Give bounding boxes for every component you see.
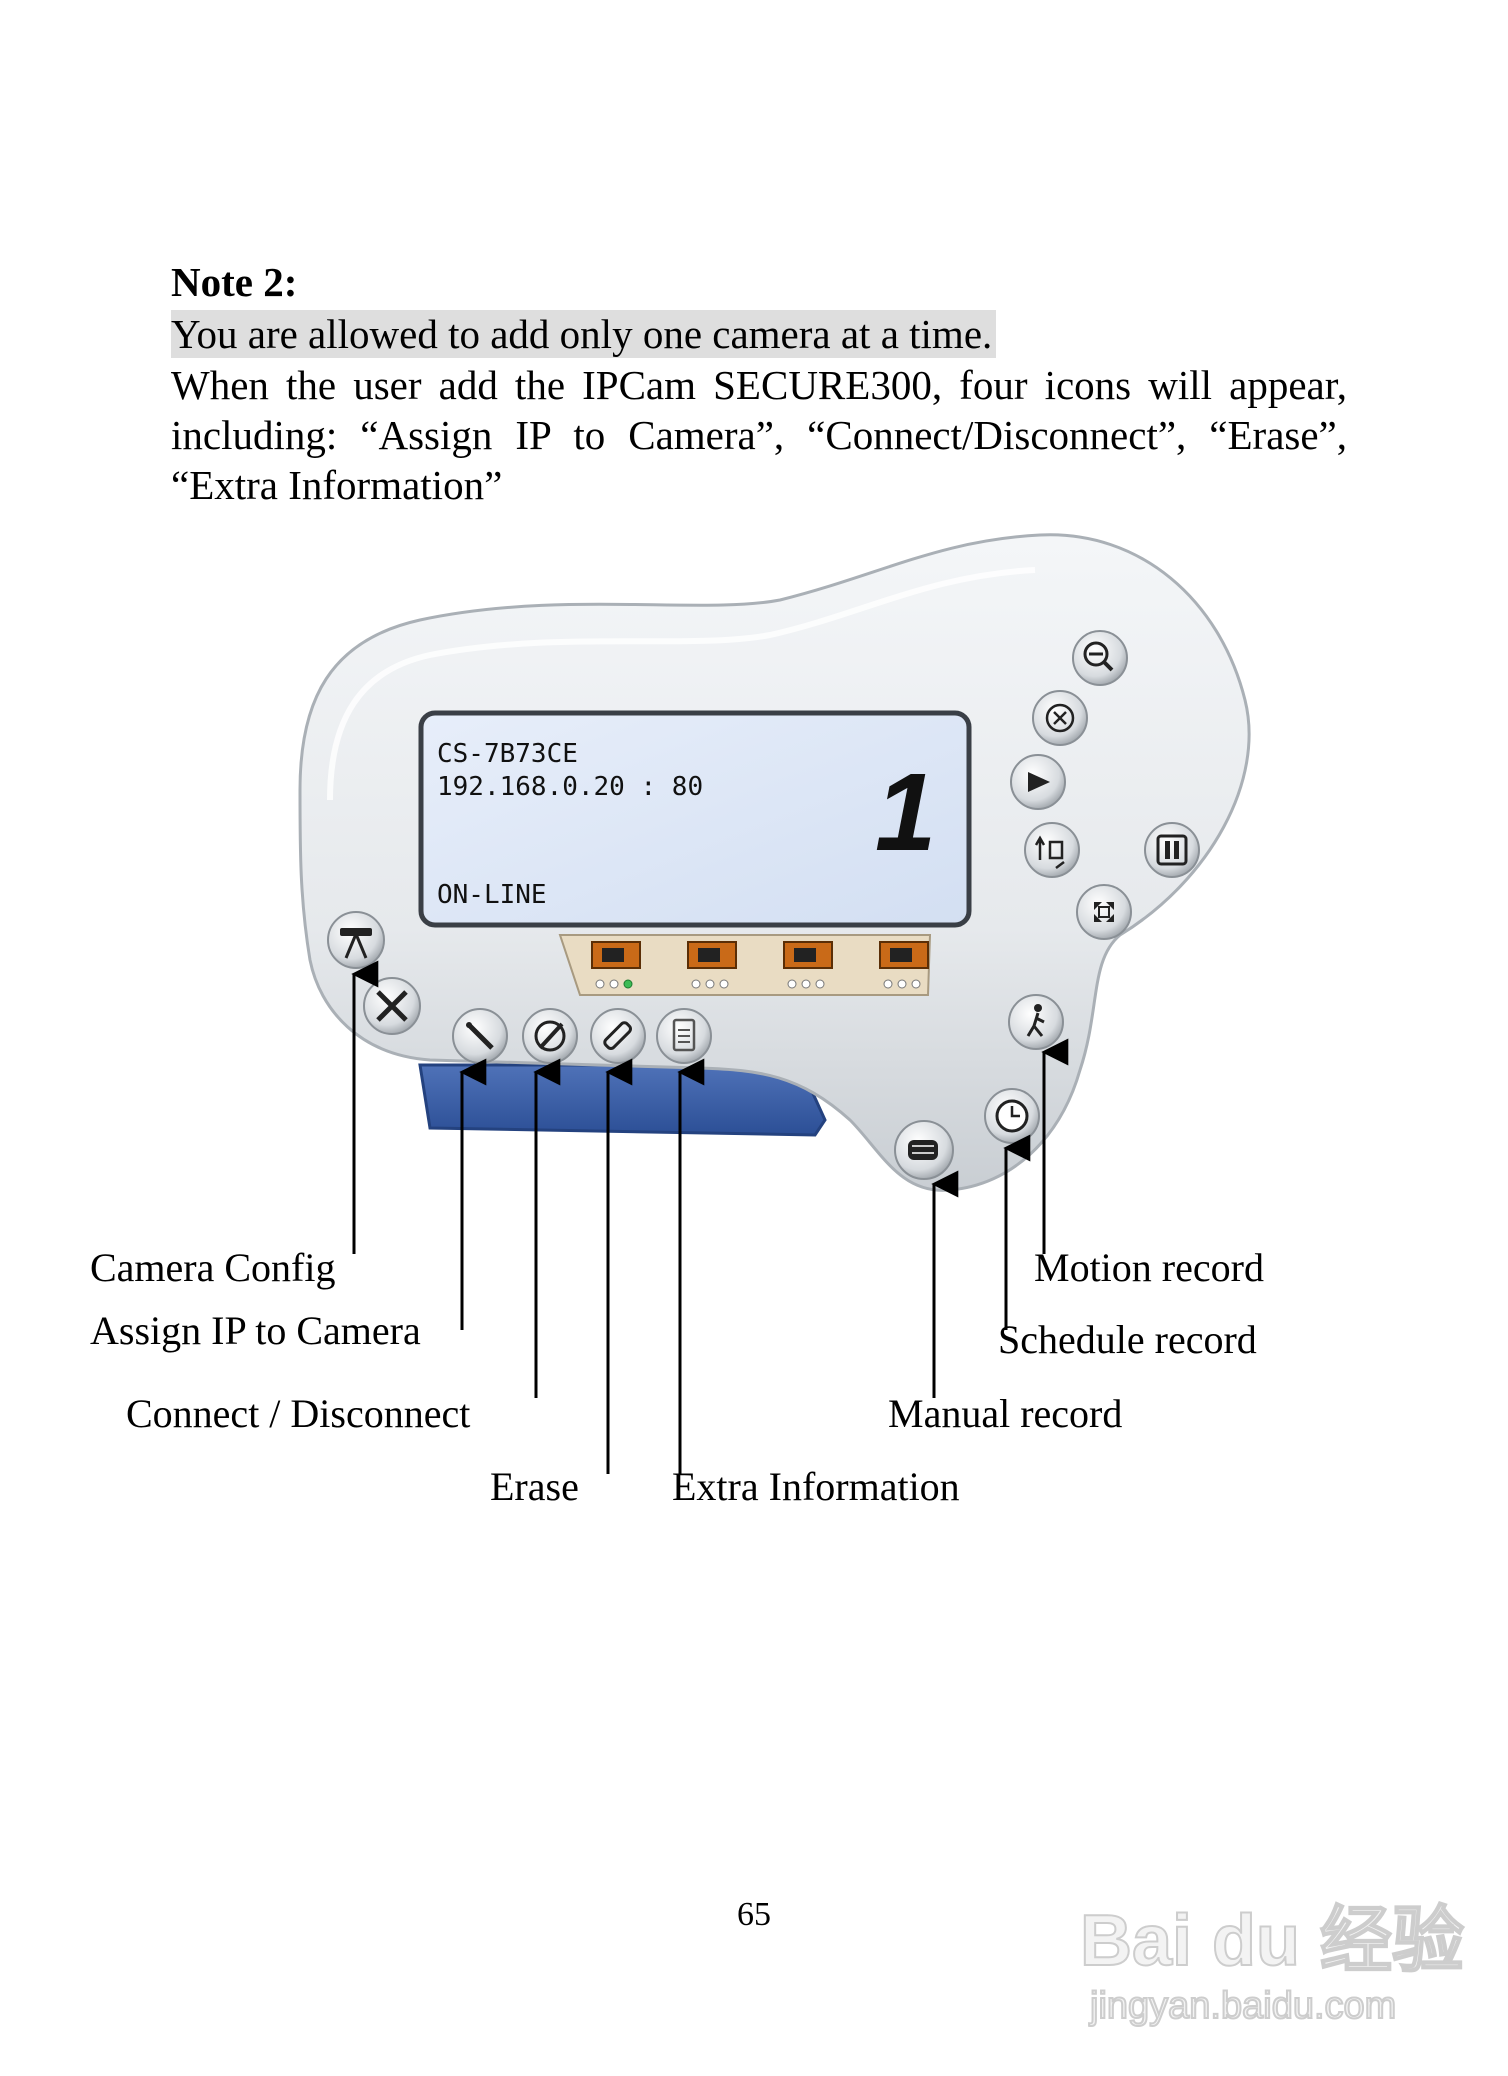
lcd-channel-number: 1: [875, 751, 936, 874]
camera-slot-tray: [558, 934, 932, 996]
camera-slot-4: [879, 941, 929, 989]
note-title: Note 2:: [171, 259, 298, 305]
callout-arrows: [351, 960, 1069, 1474]
manual-record-icon: [894, 1120, 954, 1180]
camera-slots: [591, 941, 929, 989]
pause-icon: [1144, 822, 1200, 878]
label-schedule-record: Schedule record: [998, 1317, 1257, 1362]
lcd-address: 192.168.0.20 : 80: [437, 772, 703, 802]
camera-slot-1: [591, 941, 641, 989]
tools-icon: [363, 977, 421, 1035]
zoom-out-icon: [1072, 630, 1128, 686]
extra-info-icon: [656, 1008, 712, 1064]
lcd-status: ON-LINE: [437, 880, 547, 910]
baidu-watermark: Bai du 经验 jingyan.baidu.com: [1079, 1900, 1465, 2028]
motion-record-icon: [1008, 994, 1064, 1050]
switch-icon: [1024, 822, 1080, 878]
watermark-brand: Bai du 经验: [1080, 1901, 1464, 1981]
label-motion-record: Motion record: [1034, 1245, 1264, 1290]
note-paragraph: When the user add the IPCam SECURE300, f…: [171, 362, 1347, 508]
assign-ip-icon: [452, 1008, 508, 1064]
camera-config-icon: [327, 911, 385, 969]
play-icon: [1010, 754, 1066, 810]
fullscreen-icon: [1076, 884, 1132, 940]
lcd-camera-name: CS-7B73CE: [437, 739, 578, 769]
watermark-url: jingyan.baidu.com: [1089, 1985, 1396, 2027]
highlighted-sentence: You are allowed to add only one camera a…: [171, 310, 997, 358]
label-camera-config: Camera Config: [90, 1245, 336, 1290]
close-icon: [1032, 690, 1088, 746]
camera-slot-3: [783, 941, 833, 989]
page-number: 65: [737, 1896, 771, 1933]
lcd-display: [418, 710, 972, 928]
schedule-record-icon: [984, 1088, 1040, 1144]
label-assign-ip: Assign IP to Camera: [90, 1308, 421, 1353]
erase-icon: [590, 1008, 646, 1064]
label-extra-info: Extra Information: [672, 1464, 960, 1509]
camera-slot-2: [687, 941, 737, 989]
label-connect: Connect / Disconnect: [126, 1391, 471, 1436]
label-manual-record: Manual record: [888, 1391, 1123, 1436]
connect-icon: [522, 1008, 578, 1064]
label-erase: Erase: [490, 1464, 579, 1509]
